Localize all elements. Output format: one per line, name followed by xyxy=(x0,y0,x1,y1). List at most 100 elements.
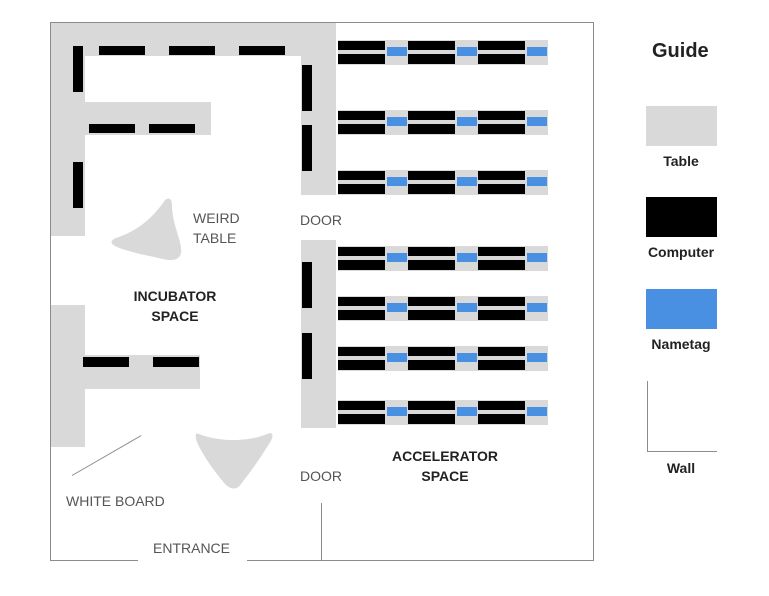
computer xyxy=(338,360,385,370)
computer xyxy=(83,357,129,367)
nametag xyxy=(527,47,547,56)
accelerator-space-label: ACCELERATOR SPACE xyxy=(380,446,510,486)
nametag xyxy=(527,303,547,312)
computer xyxy=(408,171,455,180)
computer xyxy=(478,41,525,50)
table-lower-left-vertical xyxy=(51,305,85,447)
incubator-space-label: INCUBATOR SPACE xyxy=(115,286,235,326)
legend-swatch-table xyxy=(646,106,717,146)
nametag xyxy=(387,353,407,362)
computer xyxy=(302,262,312,308)
legend-label-table: Table xyxy=(663,153,699,169)
computer xyxy=(338,414,385,424)
computer xyxy=(338,54,385,64)
computer xyxy=(89,124,135,133)
white-board-label: WHITE BOARD xyxy=(66,493,165,509)
nametag xyxy=(457,303,477,312)
weird-table-label-line2: TABLE xyxy=(193,230,237,246)
computer xyxy=(408,414,455,424)
weird-table-shape xyxy=(111,198,182,261)
computer xyxy=(408,124,455,134)
computer xyxy=(239,46,285,55)
nametag xyxy=(527,117,547,126)
computer xyxy=(338,347,385,356)
computer xyxy=(149,124,195,133)
computer xyxy=(478,54,525,64)
computer xyxy=(478,111,525,120)
computer xyxy=(408,297,455,306)
computer xyxy=(478,184,525,194)
entrance-label: ENTRANCE xyxy=(153,540,231,556)
legend-label-nametag: Nametag xyxy=(651,336,711,352)
nametag xyxy=(527,253,547,262)
wall-bottom-right xyxy=(247,560,594,561)
computer xyxy=(338,41,385,50)
legend-swatch-computer xyxy=(646,197,717,237)
computer xyxy=(408,247,455,256)
computer xyxy=(478,247,525,256)
computer xyxy=(478,124,525,134)
nametag xyxy=(457,407,477,416)
nametag xyxy=(387,407,407,416)
computer xyxy=(73,46,83,92)
wall-divider xyxy=(321,503,322,560)
computer xyxy=(302,65,312,111)
weird-table-label: WEIRD TABLE xyxy=(193,208,240,248)
wall-top xyxy=(50,22,594,23)
accelerator-label-line2: SPACE xyxy=(421,468,469,484)
nametag xyxy=(387,47,407,56)
computer xyxy=(408,310,455,320)
computer xyxy=(408,41,455,50)
computer xyxy=(478,310,525,320)
door-upper-label: DOOR xyxy=(300,212,342,228)
legend-swatch-nametag xyxy=(646,289,717,329)
computer xyxy=(338,111,385,120)
computer xyxy=(408,347,455,356)
computer xyxy=(408,360,455,370)
legend-label-computer: Computer xyxy=(647,244,715,260)
nametag xyxy=(387,177,407,186)
computer xyxy=(338,310,385,320)
legend-title: Guide xyxy=(652,40,709,62)
computer xyxy=(338,297,385,306)
weird-table-label-line1: WEIRD xyxy=(193,210,240,226)
computer xyxy=(338,247,385,256)
nametag xyxy=(457,47,477,56)
computer xyxy=(408,401,455,410)
nametag xyxy=(387,303,407,312)
nametag xyxy=(527,177,547,186)
legend-swatch-wall xyxy=(646,381,717,452)
door-lower-label: DOOR xyxy=(300,468,342,484)
computer xyxy=(73,162,83,208)
wall-right xyxy=(593,22,594,561)
computer xyxy=(338,124,385,134)
computer xyxy=(302,333,312,379)
incubator-label-line2: SPACE xyxy=(151,308,199,324)
computer xyxy=(478,414,525,424)
computer xyxy=(478,297,525,306)
wall-left xyxy=(50,22,51,561)
nametag xyxy=(387,253,407,262)
computer xyxy=(338,171,385,180)
computer xyxy=(408,260,455,270)
nametag xyxy=(457,177,477,186)
weird-table-shape-bottom xyxy=(195,433,273,489)
computer xyxy=(478,347,525,356)
legend-wall-vertical xyxy=(647,381,648,452)
accelerator-label-line1: ACCELERATOR xyxy=(391,448,499,464)
computer xyxy=(478,360,525,370)
computer xyxy=(338,184,385,194)
computer xyxy=(153,357,199,367)
nametag xyxy=(457,253,477,262)
computer xyxy=(302,125,312,171)
computer xyxy=(338,401,385,410)
computer xyxy=(478,260,525,270)
computer xyxy=(478,171,525,180)
computer xyxy=(408,184,455,194)
computer xyxy=(408,54,455,64)
legend-label-wall: Wall xyxy=(666,460,696,476)
wall-bottom-left xyxy=(50,560,138,561)
nametag xyxy=(457,353,477,362)
computer xyxy=(99,46,145,55)
nametag xyxy=(457,117,477,126)
